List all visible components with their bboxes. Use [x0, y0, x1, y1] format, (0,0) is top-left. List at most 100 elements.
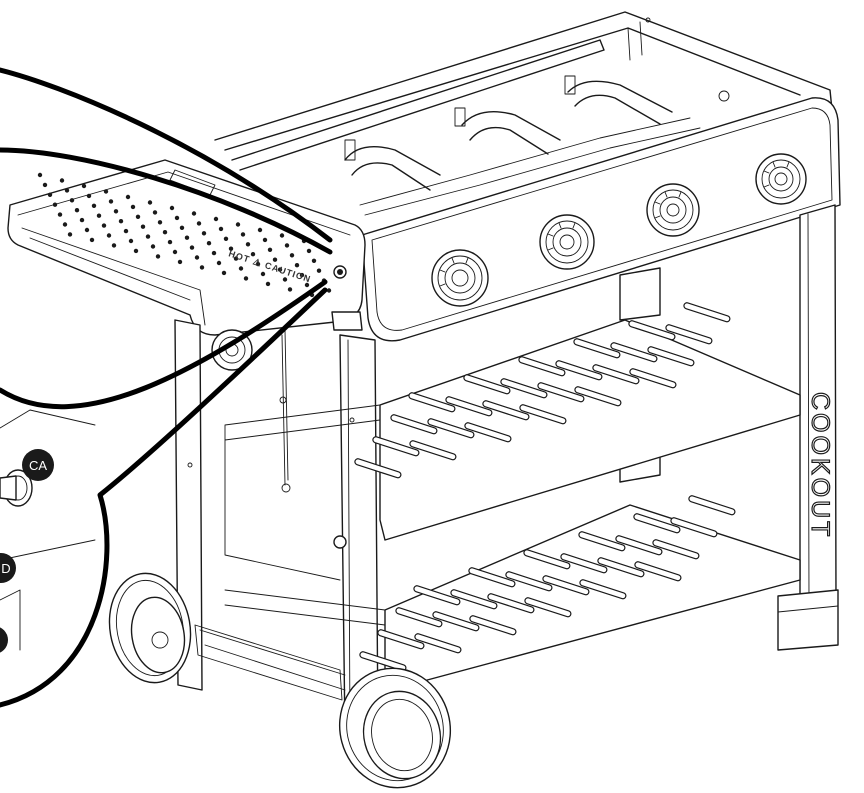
shelf-slot [500, 378, 548, 399]
shelf-hole [262, 237, 268, 243]
shelf-slot [579, 579, 627, 600]
shelf-hole [37, 172, 43, 178]
shelf-slot [427, 418, 475, 439]
shelf-hole [123, 228, 129, 234]
shelf-hole [86, 193, 92, 199]
shelf-hole [206, 241, 212, 246]
shelf-slot [523, 549, 571, 570]
shelf-slot [524, 597, 572, 618]
shelf-hole [145, 234, 151, 239]
burner-tubes [344, 75, 701, 216]
shelf-hole [289, 253, 295, 258]
shelf-slot [519, 404, 567, 425]
shelf-hole [67, 232, 73, 237]
shelf-hole [177, 259, 183, 265]
grill-back-frame [214, 11, 833, 171]
shelf-hole [133, 248, 139, 254]
shelf-hole [272, 257, 278, 262]
shelf-holes [37, 172, 332, 298]
shelf-hole [157, 220, 163, 225]
shelf-hole [196, 221, 202, 226]
shelf-slot [377, 629, 425, 650]
shelf-hole [103, 189, 109, 194]
shelf-hole [294, 263, 300, 268]
shelf-hole [106, 233, 112, 238]
shelf-slot [354, 458, 402, 479]
shelf-slot [592, 364, 640, 385]
shelf-slot [597, 557, 645, 578]
shelf-hole [111, 243, 117, 248]
shelf-slot [573, 338, 621, 359]
shelf-slot [670, 517, 718, 538]
shelf-slot [445, 396, 493, 417]
shelf-hole [218, 226, 224, 232]
shelf-hole [113, 209, 119, 214]
shelf-hole [191, 211, 197, 216]
shelf-slot [482, 400, 530, 421]
wheel-back [108, 572, 192, 684]
shelf-hole [174, 215, 180, 221]
shelf-hole [260, 271, 266, 277]
shelf-hole [150, 244, 156, 249]
shelf-hole [216, 260, 222, 266]
shelf-slot [468, 567, 516, 588]
shelf-slot [450, 589, 498, 610]
shelf-hole [152, 210, 158, 215]
shelf-hole [238, 266, 244, 271]
shelf-hole [184, 235, 190, 240]
detail-fitting [0, 469, 33, 507]
shelf-hole [240, 232, 246, 237]
shelf-hole [62, 222, 68, 227]
shelf-slot [555, 360, 603, 381]
shelf-hole [311, 258, 317, 263]
shelf-slot [633, 513, 681, 534]
knob-4 [755, 153, 807, 205]
shelf-slot [688, 495, 736, 516]
upper-shelf [224, 319, 801, 581]
shelf-hole [128, 238, 134, 244]
label-badge-partial [0, 627, 8, 653]
shelf-hole [306, 248, 312, 254]
shelf-hole [155, 254, 161, 259]
shelf-hole [316, 268, 322, 273]
shelf-hole [299, 272, 305, 278]
shelf-slot [413, 585, 461, 606]
shelf-hole [125, 194, 131, 200]
shelf-hole [140, 224, 146, 229]
shelf-hole [282, 277, 288, 282]
shelf-slot [464, 422, 512, 443]
shelf-hole [167, 239, 173, 245]
shelf-hole [245, 242, 251, 247]
label-badge-ca: CA [22, 449, 54, 481]
shelf-slot [629, 368, 677, 389]
shelf-hole [130, 204, 136, 210]
shelf-hole [108, 199, 114, 204]
shelf-hole [221, 270, 227, 276]
shelf-hole [228, 246, 234, 251]
shelf-hole [52, 202, 58, 207]
shelf-hole [169, 205, 175, 211]
shelf-slot [615, 535, 663, 556]
shelf-hole [118, 219, 124, 224]
shelf-hole [279, 233, 285, 238]
shelf-hole [199, 265, 205, 270]
shelf-slot [518, 356, 566, 377]
shelf-hole [42, 182, 48, 188]
shelf-hole [79, 217, 85, 223]
brand-logo-text: COOKOUT [806, 392, 834, 539]
shelf-hole [69, 198, 75, 203]
shelf-hole [287, 287, 293, 292]
shelf-slot [505, 571, 553, 592]
shelf-hole [81, 183, 87, 189]
shelf-slot [542, 575, 590, 596]
knob-3 [646, 183, 700, 237]
shelf-hole [135, 214, 141, 219]
shelf-hole [84, 227, 90, 233]
shelf-hole [257, 227, 263, 233]
shelf-slot [647, 346, 695, 367]
shelf-hole [233, 256, 239, 261]
shelf-hole [201, 231, 207, 236]
shelf-hole [284, 243, 290, 248]
